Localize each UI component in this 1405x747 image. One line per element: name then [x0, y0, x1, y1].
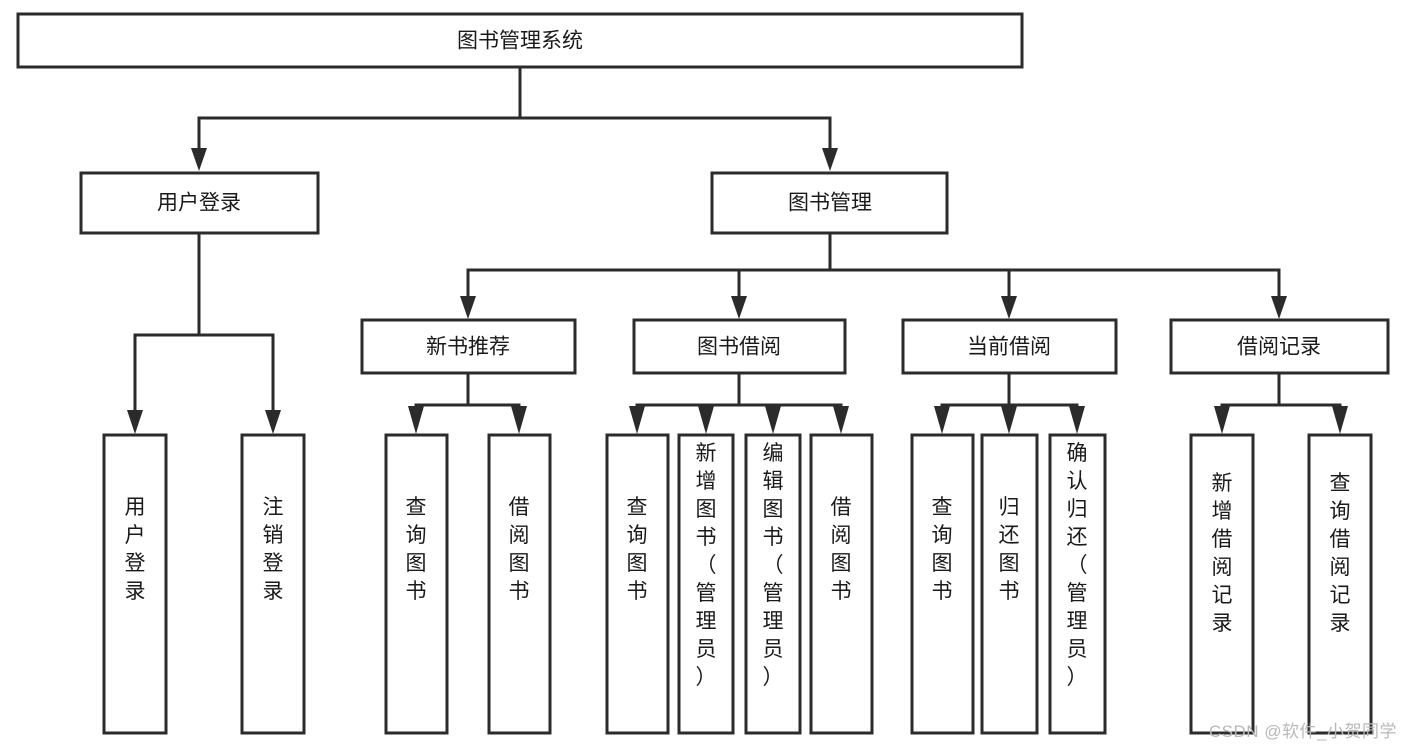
node-new-book-recommend[interactable]: 新书推荐 — [360, 318, 577, 375]
leaf-user-logout[interactable]: 注销登录 — [240, 433, 306, 735]
node-user-login-box[interactable] — [79, 171, 320, 235]
leaf-borrow-borrow-book[interactable]: 借阅图书 — [809, 433, 874, 735]
arrowhead-current-leaf1 — [934, 406, 950, 434]
arrowhead-current-leaf2 — [1001, 406, 1017, 434]
arrowhead-leaf-logout — [265, 410, 281, 434]
leaf-current-confirm-return-admin-box[interactable] — [1048, 433, 1107, 735]
arrowhead-leaf-user-login — [127, 410, 143, 434]
leaf-user-login-1-box[interactable] — [102, 433, 168, 735]
node-root-box[interactable] — [16, 12, 1024, 69]
leaf-borrow-borrow-book-label: 借阅图书 — [831, 496, 852, 603]
leaf-current-return-book-label: 归还图书 — [999, 496, 1020, 603]
node-current-borrow[interactable]: 当前借阅 — [901, 318, 1118, 375]
node-root-label: 图书管理系统 — [457, 30, 583, 53]
leaf-borrow-add-book-admin-label: 新增图书（管理员） — [696, 442, 717, 689]
arrowhead-borrow-leaf3 — [765, 406, 781, 434]
leaf-recommend-borrow-book-box[interactable] — [487, 433, 552, 735]
arrowhead-record-leaf2 — [1332, 406, 1348, 434]
leaf-record-add-record-box[interactable] — [1189, 433, 1255, 735]
node-book-borrow-box[interactable] — [632, 318, 847, 375]
arrowhead-new-book-recommend — [460, 296, 476, 319]
arrowhead-borrow-leaf2 — [698, 406, 714, 434]
node-borrow-record[interactable]: 借阅记录 — [1169, 318, 1390, 375]
leaf-current-query-book[interactable]: 查询图书 — [910, 433, 975, 735]
node-current-borrow-box[interactable] — [901, 318, 1118, 375]
node-book-borrow[interactable]: 图书借阅 — [632, 318, 847, 375]
node-user-login[interactable]: 用户登录 — [79, 171, 320, 235]
arrowhead-current-leaf3 — [1069, 406, 1085, 434]
leaf-current-confirm-return-admin[interactable]: 确认归还（管理员） — [1048, 433, 1107, 735]
arrowhead-user-login — [191, 148, 207, 171]
node-book-management-label: 图书管理 — [788, 192, 872, 215]
leaf-recommend-query-book-box[interactable] — [384, 433, 449, 735]
leaf-current-query-book-label: 查询图书 — [932, 496, 953, 603]
leaf-borrow-edit-book-admin-label: 编辑图书（管理员） — [763, 442, 784, 689]
node-book-management[interactable]: 图书管理 — [710, 171, 949, 235]
arrowhead-recommend-leaf2 — [511, 406, 527, 434]
arrowhead-book-borrow — [731, 296, 747, 319]
node-new-book-recommend-label: 新书推荐 — [426, 336, 510, 359]
leaf-current-query-book-box[interactable] — [910, 433, 975, 735]
leaf-borrow-add-book-admin[interactable]: 新增图书（管理员） — [677, 433, 735, 735]
leaf-borrow-add-book-admin-box[interactable] — [677, 433, 735, 735]
node-current-borrow-label: 当前借阅 — [967, 336, 1051, 359]
leaf-user-logout-box[interactable] — [240, 433, 306, 735]
node-borrow-record-box[interactable] — [1169, 318, 1390, 375]
leaf-user-logout-label: 注销登录 — [263, 496, 284, 603]
leaf-current-return-book[interactable]: 归还图书 — [980, 433, 1039, 735]
leaf-borrow-edit-book-admin-box[interactable] — [744, 433, 802, 735]
node-book-borrow-label: 图书借阅 — [697, 336, 781, 359]
arrowhead-borrow-leaf4 — [833, 406, 849, 434]
arrowhead-borrow-record — [1271, 296, 1287, 319]
leaf-borrow-edit-book-admin[interactable]: 编辑图书（管理员） — [744, 433, 802, 735]
node-new-book-recommend-box[interactable] — [360, 318, 577, 375]
arrowhead-record-leaf1 — [1214, 406, 1230, 434]
arrowhead-current-borrow — [1001, 296, 1017, 319]
leaf-borrow-query-book-label: 查询图书 — [627, 496, 648, 603]
leaf-recommend-borrow-book-label: 借阅图书 — [509, 496, 530, 603]
leaf-current-return-book-box[interactable] — [980, 433, 1039, 735]
leaf-user-login-1-label: 用户登录 — [125, 496, 146, 603]
leaf-record-query-record-box[interactable] — [1307, 433, 1373, 735]
leaf-record-query-record[interactable]: 查询借阅记录 — [1307, 433, 1373, 735]
leaf-recommend-borrow-book[interactable]: 借阅图书 — [487, 433, 552, 735]
leaf-recommend-query-book-label: 查询图书 — [406, 496, 427, 603]
node-book-management-box[interactable] — [710, 171, 949, 235]
connectors-layer — [127, 65, 1348, 434]
leaf-record-add-record-label: 新增借阅记录 — [1212, 472, 1233, 635]
leaf-recommend-query-book[interactable]: 查询图书 — [384, 433, 449, 735]
leaf-user-login-1[interactable]: 用户登录 — [102, 433, 168, 735]
leaf-borrow-borrow-book-box[interactable] — [809, 433, 874, 735]
node-root-system[interactable]: 图书管理系统 — [16, 12, 1024, 69]
leaf-borrow-query-book[interactable]: 查询图书 — [605, 433, 670, 735]
leaf-record-query-record-label: 查询借阅记录 — [1330, 472, 1351, 635]
arrowhead-borrow-leaf1 — [629, 406, 645, 434]
leaf-current-confirm-return-admin-label: 确认归还（管理员） — [1067, 442, 1088, 689]
arrowhead-recommend-leaf1 — [408, 406, 424, 434]
leaf-record-add-record[interactable]: 新增借阅记录 — [1189, 433, 1255, 735]
node-borrow-record-label: 借阅记录 — [1237, 336, 1321, 359]
node-user-login-label: 用户登录 — [157, 192, 241, 215]
leaf-borrow-query-book-box[interactable] — [605, 433, 670, 735]
arrowhead-book-mgmt — [822, 148, 838, 171]
